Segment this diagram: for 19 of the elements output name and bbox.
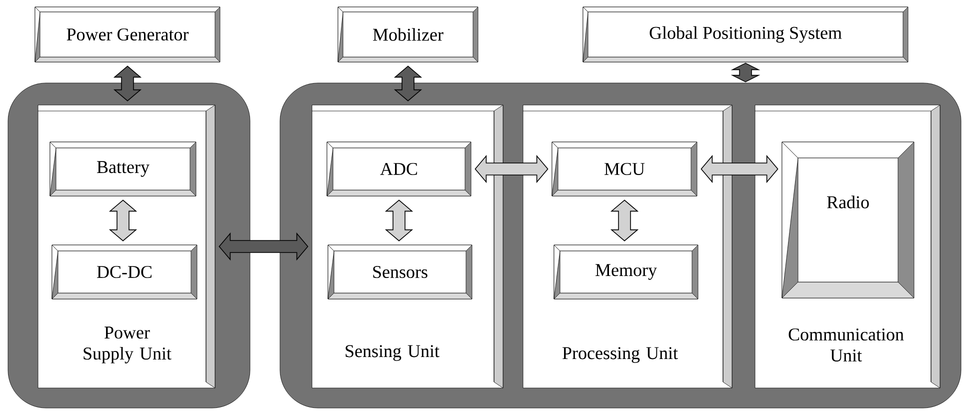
component-box: Sensors	[328, 244, 472, 300]
block-arrow	[218, 232, 308, 261]
block-arrow	[384, 200, 414, 242]
component-box: Power Generator	[34, 6, 220, 62]
component-box: Radio	[782, 142, 914, 298]
block-arrow	[113, 66, 142, 102]
block-arrow	[474, 154, 548, 184]
component-box: ADC	[326, 142, 472, 196]
component-box: DC-DC	[52, 244, 198, 300]
component-box: Mobilizer	[338, 6, 478, 62]
block-arrow	[700, 154, 778, 184]
component-box: Battery	[50, 142, 196, 196]
component-box: Global Positioning System	[582, 6, 908, 62]
component-box: MCU	[552, 142, 698, 196]
component-box: Memory	[554, 244, 698, 300]
block-arrow	[394, 66, 422, 102]
block-arrow	[108, 200, 138, 242]
block-arrow	[730, 62, 760, 82]
block-arrow	[610, 200, 639, 242]
